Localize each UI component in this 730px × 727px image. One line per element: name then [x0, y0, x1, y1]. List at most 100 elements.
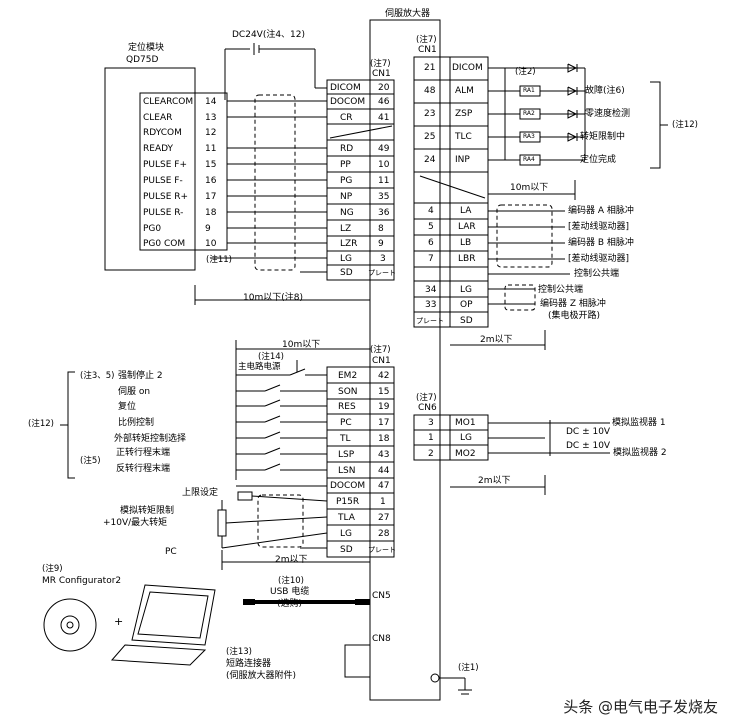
- input-label: 伺服 on: [118, 387, 151, 397]
- cn8-label: CN8: [372, 634, 391, 644]
- qd-pin-name: RDYCOM: [143, 128, 182, 138]
- cn1-pin-num: プレート: [368, 269, 396, 277]
- enc-num: 6: [428, 238, 434, 248]
- relay-label: RA2: [523, 110, 535, 117]
- dist-2m-b: 2m以下: [275, 555, 308, 565]
- qd-pin-num: 17: [205, 192, 217, 202]
- mid-pin-name: TLA: [338, 513, 355, 523]
- qd-pin-name: CLEAR: [143, 113, 173, 123]
- relay-label: RA3: [523, 133, 535, 140]
- cn1r-name: TLC: [455, 132, 472, 142]
- encoder-label: 编码器 A 相脉冲: [568, 206, 634, 216]
- dist-right-10m: 10m以下: [510, 183, 549, 193]
- cn1-pin-name: SD: [340, 268, 353, 278]
- amp-title: 伺服放大器: [385, 9, 431, 19]
- qd-pin-num: 12: [205, 128, 217, 138]
- note-12-right: (注12): [672, 120, 698, 130]
- note-14: (注14): [258, 352, 284, 362]
- cn1-pin-num: 46: [378, 97, 390, 107]
- cn1r-name: INP: [455, 155, 470, 165]
- extra-num: 33: [425, 300, 437, 310]
- mid-pin-num: 27: [378, 513, 390, 523]
- mid-pin-num: 42: [378, 371, 390, 381]
- cn1-pin-num: 36: [378, 208, 390, 218]
- note-10: (注10): [278, 576, 304, 586]
- extra-name: SD: [460, 316, 473, 326]
- mid-pin-num: 18: [378, 434, 390, 444]
- dc-2: DC ± 10V: [566, 441, 611, 451]
- extra-name: LG: [460, 285, 472, 295]
- cn1-pin-name: PP: [340, 160, 351, 170]
- cn1-right-block: [413, 56, 489, 328]
- cn1-pin-name: LZR: [340, 239, 358, 249]
- cn1-pin-name: DICOM: [330, 83, 361, 93]
- qd-pin-num: 18: [205, 208, 217, 218]
- enc-name: LA: [460, 206, 472, 216]
- cn6-name: MO2: [455, 449, 476, 459]
- short-connector-1: 短路连接器: [226, 659, 272, 669]
- usb-label-1: USB 电缆: [270, 587, 310, 597]
- qd-pin-name: READY: [143, 144, 174, 154]
- cn1r-name: DICOM: [452, 63, 483, 73]
- pc-label: PC: [165, 547, 177, 557]
- mid-pin-num: 19: [378, 402, 390, 412]
- input-label: 强制停止 2: [118, 371, 163, 381]
- cn1-pin-num: 3: [380, 254, 386, 264]
- cn6-num: 1: [428, 433, 434, 443]
- cn6-label: CN6: [418, 403, 437, 413]
- cn1-pin-num: 10: [378, 160, 390, 170]
- extra-num: 34: [425, 285, 437, 295]
- cn1r-num: 23: [424, 109, 436, 119]
- qd-pin-name: PG0 COM: [143, 239, 186, 249]
- watermark: 头条 @电气电子发烧友: [563, 698, 718, 716]
- qd-pin-name: CLEARCOM: [143, 97, 194, 107]
- cn1-mid-label: CN1: [372, 356, 391, 366]
- output-label: 零速度检测: [585, 109, 631, 119]
- plus-sign: +: [114, 615, 124, 628]
- input-label: 反转行程末端: [116, 464, 171, 474]
- cn1-pin-name: NG: [340, 208, 354, 218]
- cn1r-num: 21: [424, 63, 436, 73]
- note-13: (注13): [226, 647, 252, 657]
- cn6-num: 2: [428, 449, 434, 459]
- short-connector-2: (伺服放大器附件): [226, 671, 297, 681]
- cn5-label: CN5: [372, 591, 391, 601]
- mid-pin-num: 28: [378, 529, 390, 539]
- cn1-pin-num: 8: [378, 224, 384, 234]
- output-label: 故障(注6): [585, 86, 625, 96]
- torque-label-1: 模拟转矩限制: [120, 506, 175, 516]
- encoder-label: (集电极开路): [548, 311, 601, 321]
- note-9: (注9): [42, 564, 63, 574]
- cn1-left-label: CN1: [372, 69, 391, 79]
- extra-num: プレート: [416, 317, 444, 325]
- cn6-num: 3: [428, 418, 434, 428]
- dc24v-note: DC24V(注4、12): [232, 30, 306, 40]
- mid-pin-name: DOCOM: [330, 481, 366, 491]
- cn1-mid-dist: 10m以下: [282, 340, 321, 350]
- mid-pin-name: LG: [340, 529, 352, 539]
- note-11: (注11): [206, 255, 232, 265]
- upper-setting: 上限设定: [182, 488, 219, 498]
- mid-pin-num: 17: [378, 418, 390, 428]
- module-title-line2: QD75D: [126, 55, 159, 65]
- cn1-pin-name: CR: [340, 113, 353, 123]
- mid-pin-name: SD: [340, 545, 353, 555]
- module-title-line1: 定位模块: [128, 43, 165, 53]
- dist-2m-c: 2m以下: [478, 476, 511, 486]
- qd-pin-num: 13: [205, 113, 217, 123]
- qd-pin-num: 9: [205, 224, 211, 234]
- encoder-label: 控制公共端: [538, 285, 584, 295]
- input-label: 正转行程末端: [116, 448, 171, 458]
- monitor-2: 模拟监视器 2: [613, 448, 667, 458]
- encoder-label: 编码器 Z 相脉冲: [540, 299, 606, 309]
- cn1-mid-note: (注7): [370, 345, 391, 355]
- mid-pin-num: 43: [378, 450, 390, 460]
- dist-10m: 10m以下(注8): [243, 293, 303, 303]
- mid-pin-name: SON: [338, 387, 358, 397]
- enc-num: 4: [428, 206, 434, 216]
- mid-pin-name: P15R: [336, 497, 360, 507]
- qd-pin-num: 14: [205, 97, 217, 107]
- input-label: 外部转矩控制选择: [114, 434, 187, 444]
- relay-label: RA1: [523, 87, 535, 94]
